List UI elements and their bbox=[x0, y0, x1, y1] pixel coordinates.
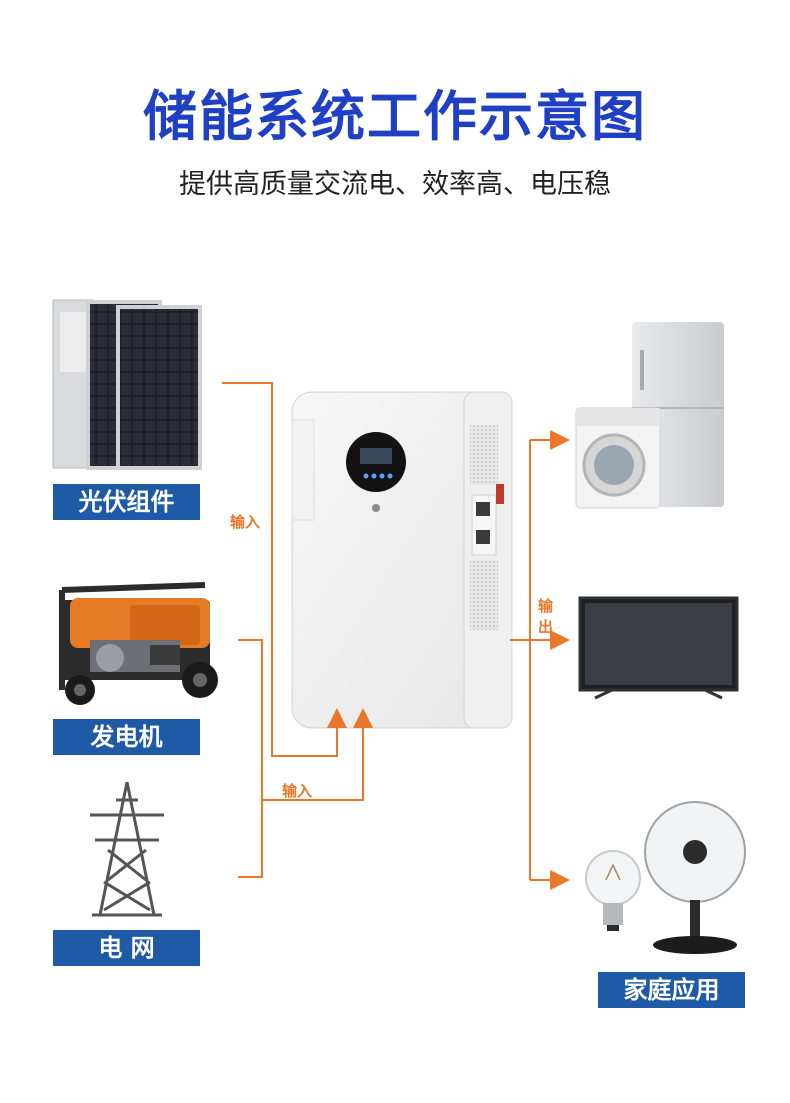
page-subtitle: 提供高质量交流电、效率高、电压稳 bbox=[179, 169, 611, 200]
page-title: 储能系统工作示意图 bbox=[143, 85, 647, 148]
power-grid-tower-image bbox=[90, 781, 164, 917]
flow-lines bbox=[222, 382, 570, 890]
electric-fan-image bbox=[644, 801, 746, 954]
flow-label-output-2: 出 bbox=[538, 618, 554, 636]
output-label-home: 家庭应用 bbox=[598, 972, 745, 1008]
inverter-battery-unit bbox=[291, 391, 513, 729]
washing-machine-image bbox=[575, 407, 661, 509]
source-label-solar: 光伏组件 bbox=[53, 484, 200, 520]
solar-panel-image bbox=[52, 299, 202, 470]
flow-label-output-1: 输 bbox=[538, 597, 554, 615]
generator-image bbox=[59, 582, 218, 705]
flow-label-input-2: 输入 bbox=[282, 782, 313, 800]
source-label-generator: 发电机 bbox=[53, 719, 200, 755]
flow-label-input-1: 输入 bbox=[230, 513, 261, 531]
source-label-grid: 电 网 bbox=[53, 930, 200, 966]
television-image bbox=[578, 596, 739, 700]
light-bulb-image bbox=[585, 850, 641, 931]
